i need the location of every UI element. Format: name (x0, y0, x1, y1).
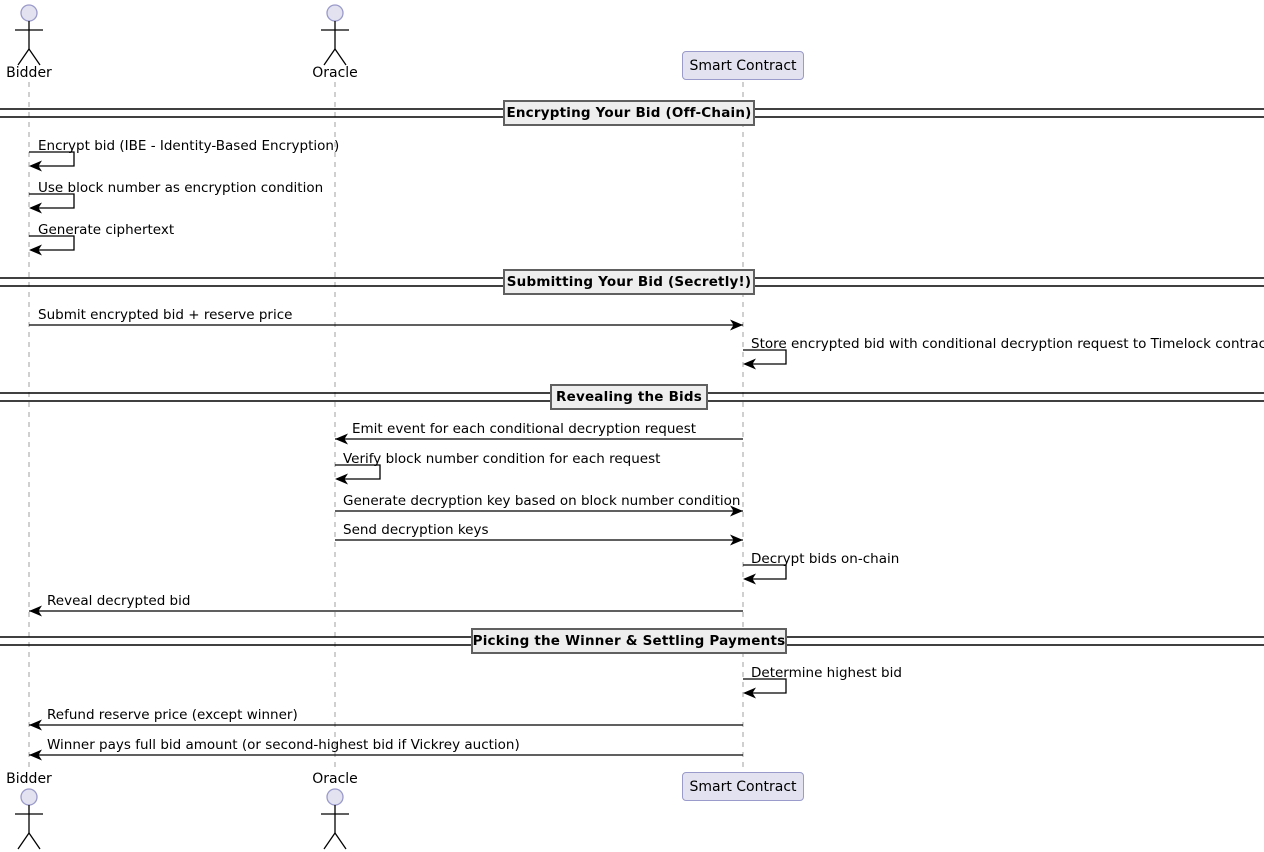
message-m13 (29, 719, 743, 731)
message-m12 (743, 678, 787, 699)
actor-leg-left (323, 832, 336, 850)
self-loop-m2 (29, 193, 75, 209)
arrowhead-left-m12 (743, 687, 756, 699)
actor-figure (321, 4, 349, 66)
message-label-m14: Winner pays full bid amount (or second-h… (47, 737, 520, 753)
message-label-m13: Refund reserve price (except winner) (47, 707, 298, 723)
message-m5 (743, 349, 787, 370)
arrowhead-left-m1 (29, 160, 42, 172)
message-m3 (29, 235, 75, 256)
arrowhead-left-m5 (743, 358, 756, 370)
actor-leg-right (334, 48, 347, 66)
message-m9 (335, 534, 743, 546)
actor-leg-left (17, 832, 30, 850)
actor-leg-right (28, 48, 41, 66)
arrowhead-left-m3 (29, 244, 42, 256)
actor-figure (15, 4, 43, 66)
message-m11 (29, 605, 743, 617)
arrowhead-left-m14 (29, 749, 42, 761)
footer-participant-label-bidder: Bidder (6, 771, 52, 787)
arrowhead-right-m4 (730, 319, 743, 331)
message-label-m4: Submit encrypted bid + reserve price (38, 307, 293, 323)
self-loop-m10 (743, 564, 787, 580)
actor-leg-left (323, 48, 336, 66)
self-loop-m3 (29, 235, 75, 251)
message-label-m7: Verify block number condition for each r… (343, 451, 661, 467)
message-m7 (335, 464, 381, 485)
arrowhead-left-m7 (335, 473, 348, 485)
arrowhead-left-m10 (743, 573, 756, 585)
divider-d4: Picking the Winner & Settling Payments (471, 628, 787, 654)
actor-figures-group (15, 4, 349, 850)
actor-leg-right (28, 832, 41, 850)
message-label-m11: Reveal decrypted bid (47, 593, 191, 609)
message-arrows-group (29, 151, 787, 761)
actor-figure (15, 788, 43, 850)
message-label-m2: Use block number as encryption condition (38, 180, 324, 196)
lifelines-group (28, 82, 744, 772)
message-label-m9: Send decryption keys (343, 522, 489, 538)
message-m10 (743, 564, 787, 585)
message-label-m12: Determine highest bid (751, 665, 902, 681)
actor-head-icon (20, 788, 38, 806)
message-m8 (335, 505, 743, 517)
message-m6 (335, 433, 743, 445)
message-m14 (29, 749, 743, 761)
message-m1 (29, 151, 75, 172)
footer-participant-label-oracle: Oracle (312, 771, 358, 787)
actor-head-icon (326, 788, 344, 806)
self-loop-m1 (29, 151, 75, 167)
participant-label-oracle: Oracle (312, 65, 358, 81)
actor-leg-right (334, 832, 347, 850)
message-m2 (29, 193, 75, 214)
message-label-m3: Generate ciphertext (38, 222, 175, 238)
arrowhead-left-m13 (29, 719, 42, 731)
divider-d2: Submitting Your Bid (Secretly!) (503, 269, 755, 295)
message-label-m8: Generate decryption key based on block n… (343, 493, 741, 509)
actor-figure (321, 788, 349, 850)
arrowhead-right-m9 (730, 534, 743, 546)
arrowhead-left-m2 (29, 202, 42, 214)
message-label-m5: Store encrypted bid with conditional dec… (751, 336, 1264, 352)
self-loop-m5 (743, 349, 787, 365)
arrowhead-right-m8 (730, 505, 743, 517)
footer-participant-box-contract[interactable]: Smart Contract (682, 772, 804, 801)
message-m4 (29, 319, 743, 331)
arrowhead-left-m6 (335, 433, 348, 445)
self-loop-m7 (335, 464, 381, 480)
message-label-m1: Encrypt bid (IBE - Identity-Based Encryp… (38, 138, 340, 154)
participant-label-bidder: Bidder (6, 65, 52, 81)
message-label-m10: Decrypt bids on-chain (751, 551, 900, 567)
divider-d1: Encrypting Your Bid (Off-Chain) (503, 100, 755, 126)
participant-box-contract[interactable]: Smart Contract (682, 51, 804, 80)
actor-head-icon (326, 4, 344, 22)
actor-head-icon (20, 4, 38, 22)
message-label-m6: Emit event for each conditional decrypti… (352, 421, 697, 437)
actor-leg-left (17, 48, 30, 66)
divider-d3: Revealing the Bids (550, 384, 708, 410)
arrowhead-left-m11 (29, 605, 42, 617)
self-loop-m12 (743, 678, 787, 694)
